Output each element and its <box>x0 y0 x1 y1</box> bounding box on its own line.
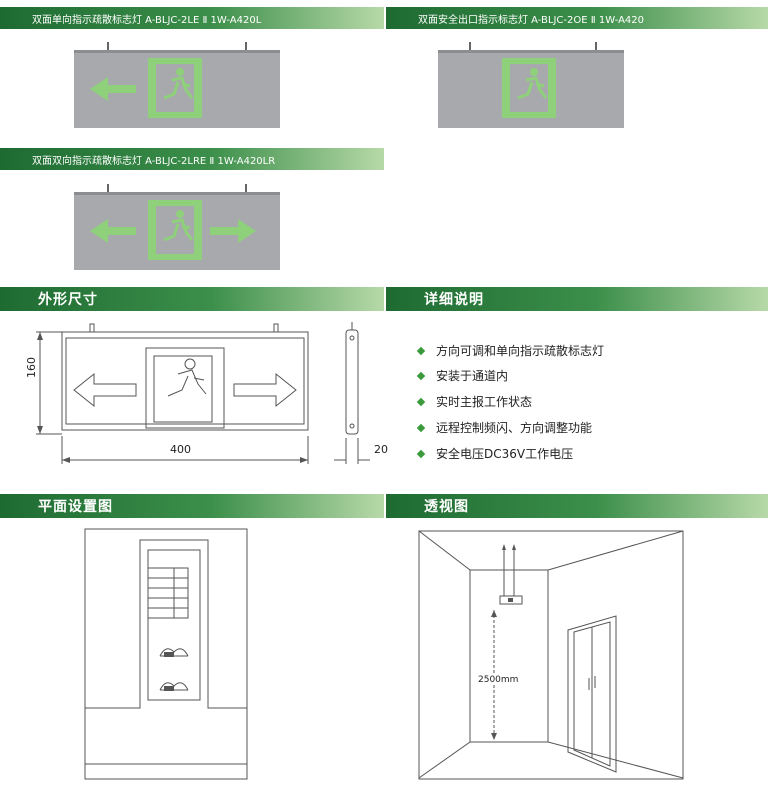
height-label: 160 <box>25 357 38 378</box>
bullet-icon <box>416 423 426 432</box>
dimension-drawing <box>36 322 370 464</box>
section-details: 详细说明 <box>386 287 768 311</box>
product-title-double: 双面双向指示疏散标志灯 A-BLJC-2LRE Ⅱ 1W-A420LR <box>0 148 384 170</box>
product-title-exit: 双面安全出口指示标志灯 A-BLJC-2OE Ⅱ 1W-A420 <box>386 7 768 29</box>
feature-item: 安全电压DC36V工作电压 <box>416 445 573 462</box>
sign-double-direction-image <box>74 184 280 270</box>
bullet-icon <box>416 449 426 458</box>
feature-item: 方向可调和单向指示疏散标志灯 <box>416 342 604 359</box>
section-dimensions: 外形尺寸 <box>0 287 384 311</box>
sign-safety-exit-image <box>438 42 624 128</box>
depth-label: 20 <box>374 443 388 456</box>
section-perspective: 透视图 <box>386 494 768 518</box>
bullet-icon <box>416 371 426 380</box>
perspective-drawing <box>418 530 684 780</box>
feature-item: 安装于通道内 <box>416 367 508 384</box>
feature-item: 实时主报工作状态 <box>416 393 532 410</box>
width-label: 400 <box>170 443 191 456</box>
feature-item: 远程控制频闪、方向调整功能 <box>416 419 592 436</box>
mount-height-label: 2500mm <box>478 675 519 685</box>
bullet-icon <box>416 397 426 406</box>
section-plan: 平面设置图 <box>0 494 384 518</box>
product-title-single: 双面单向指示疏散标志灯 A-BLJC-2LE Ⅱ 1W-A420L <box>0 7 384 29</box>
sign-single-direction-image <box>74 42 280 128</box>
plan-drawing <box>84 528 248 780</box>
bullet-icon <box>416 346 426 355</box>
